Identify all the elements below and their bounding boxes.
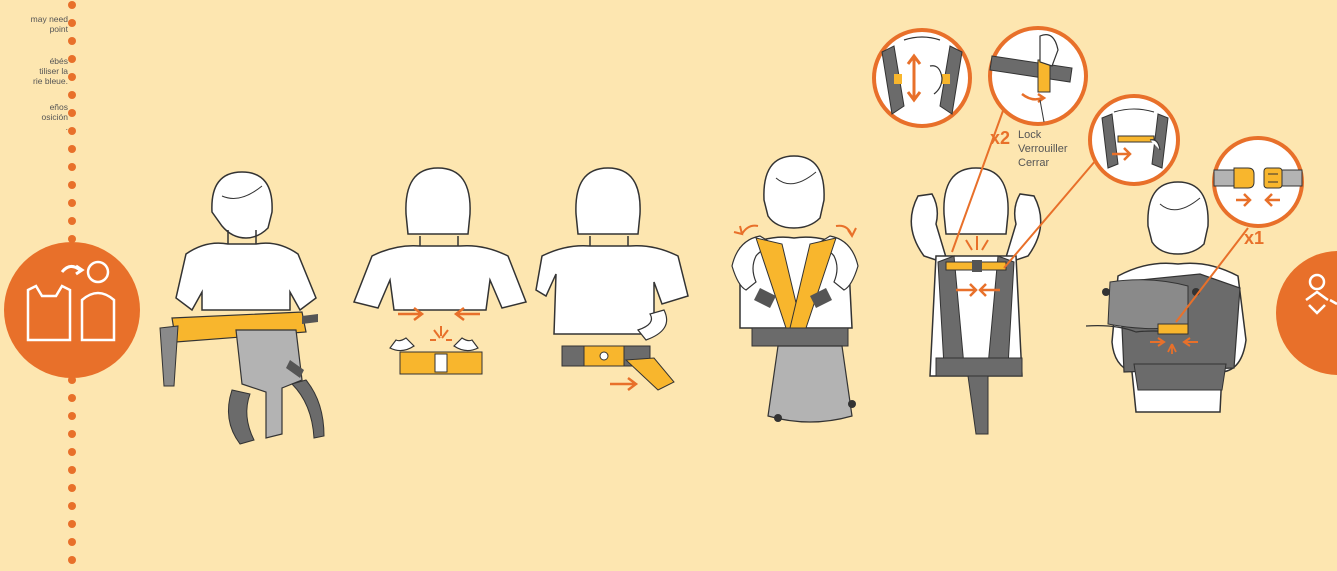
step-3-figure [536,168,688,390]
step-6-figure [1086,182,1248,412]
callout-back-buckle [1090,96,1178,184]
step-5-figure [911,108,1096,434]
note-es-line: osición [0,112,68,122]
lock-label-es: Cerrar [1018,156,1068,170]
lock-label-fr: Verrouiller [1018,142,1068,156]
note-es: eños osición . [0,102,68,132]
callout-chest-buckle [990,28,1086,124]
carrier-to-parent-icon [4,242,140,378]
lock-label-en: Lock [1018,128,1068,142]
note-fr-line: rie bleue. [0,76,68,86]
note-en-line: may need [0,14,68,24]
step-2-figure [354,168,526,374]
step-1-figure [160,172,324,444]
note-fr-line: tiliser la [0,66,68,76]
side-count: x1 [1244,228,1264,249]
note-es-line: . [0,122,68,132]
note-es-line: eños [0,102,68,112]
baby-icon [1276,251,1337,375]
note-fr: ébés tiliser la rie bleue. [0,56,68,86]
lock-count: x2 [990,128,1010,149]
note-en-line: point [0,24,68,34]
step-4-figure [732,156,858,422]
callout-shoulder-adjust [874,30,970,126]
lock-labels: Lock Verrouiller Cerrar [1018,128,1068,170]
callout-side-buckle [1214,138,1302,226]
note-en: may need point [0,14,68,34]
note-fr-line: ébés [0,56,68,66]
